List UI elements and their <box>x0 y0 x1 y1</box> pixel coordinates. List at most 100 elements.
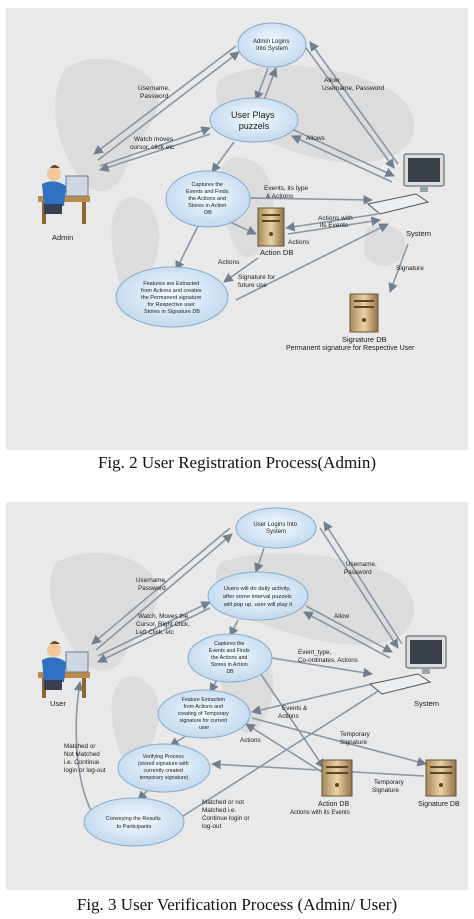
connectors <box>73 521 427 823</box>
edge-plays-to-login <box>263 67 278 101</box>
edge-label-matched-left: Matched or Not Matched i.e. Continue log… <box>64 743 106 774</box>
system-computer-icon <box>366 153 445 215</box>
edge-system-to-daily <box>303 611 391 659</box>
node-captures <box>187 633 273 683</box>
node-labels: Admin Logins Into System User Plays puzz… <box>141 39 291 315</box>
edge-label-allows: Allows <box>306 135 326 142</box>
edge-plays-to-admin <box>99 133 211 172</box>
edge-feature-to-signaturedb <box>251 717 427 767</box>
edge-label-actions-1: Actions <box>288 239 310 246</box>
edge-captures-to-actiondb <box>257 669 325 769</box>
edge-label-allow-username: Allow Username, Password <box>322 77 385 92</box>
edge-login-to-daily <box>254 547 265 573</box>
edge-signaturedb-to-verifying <box>211 759 425 777</box>
node-admin-logins-text: Admin Logins Into System <box>253 39 291 52</box>
edge-conveying-to-system <box>179 685 387 819</box>
edge-label-event-type: Event_type, Co-ordinates, Actions <box>298 649 358 664</box>
figure-3-caption: Fig. 3 User Verification Process (Admin/… <box>76 895 398 914</box>
edge-system-to-login <box>323 521 403 645</box>
node-daily-activity-text: Users will do daily activity, after some… <box>223 586 294 608</box>
edge-daily-to-system <box>305 605 393 653</box>
edge-captures-to-system <box>271 657 373 678</box>
node-user-logins <box>235 507 317 549</box>
figure-2-diagram: Admin Logins Into System User Plays puzz… <box>38 22 445 352</box>
node-user-logins-text: User Logins Into System <box>253 522 298 535</box>
node-features <box>115 266 229 328</box>
edge-label-events-type: Events, its type & Actions <box>264 185 310 200</box>
edge-user-to-daily <box>97 601 211 657</box>
edge-label-signature-future: Signature for future use <box>238 274 277 289</box>
edge-login-to-admin <box>93 45 237 155</box>
edge-system-to-plays <box>291 135 393 183</box>
node-captures-text: Captures the Events and Finds the Action… <box>186 182 230 216</box>
action-db-sublabel: Actions with its Events <box>290 810 350 816</box>
edge-system-to-signaturedb <box>388 243 409 293</box>
system-label: System <box>406 229 431 238</box>
admin-label: Admin <box>52 233 73 242</box>
user-person-icon <box>38 641 90 698</box>
edge-actiondb-to-feature <box>245 723 323 773</box>
node-feature-extraction-text: Feature Extraction from Actions and crea… <box>178 697 231 731</box>
edge-label-watch-moves: Watch, Moves the Cursor, Right Click, Le… <box>136 613 192 636</box>
signature-db-icon <box>425 759 457 797</box>
node-feature-extraction <box>157 689 251 739</box>
figure-3-panel: User Logins Into System Users will do da… <box>6 502 468 890</box>
signature-db-sublabel: Permanent signature for Respective User <box>286 345 415 352</box>
edge-captures-to-actiondb <box>229 221 257 235</box>
system-computer-icon <box>368 635 447 695</box>
edge-label-signature: Signature <box>396 265 424 272</box>
action-db-label: Action DB <box>260 248 293 257</box>
action-db-icon <box>257 207 285 247</box>
figure-3-diagram: User Logins Into System Users will do da… <box>38 507 460 847</box>
edge-login-to-system <box>305 47 395 169</box>
edge-label-actions-2: Actions <box>218 259 240 266</box>
node-captures-text: Captures the Events and Finds the Action… <box>209 641 251 675</box>
node-daily-activity <box>207 571 309 621</box>
edge-daily-to-user <box>97 607 211 663</box>
node-user-plays-text: User Plays puzzels <box>231 110 277 131</box>
edge-captures-to-features <box>175 225 199 271</box>
edge-labels: Username, Password Allow Username, Passw… <box>130 77 424 289</box>
node-conveying-text: Conveying the Results to Participants <box>106 816 163 830</box>
edge-login-to-system <box>319 527 399 649</box>
edge-label-actions-with-events: Actions with its Events <box>318 215 355 229</box>
node-user-plays <box>209 97 299 143</box>
figure-2-caption: Fig. 2 User Registration Process(Admin) <box>97 453 377 472</box>
signature-db-label: Signature DB <box>418 801 460 808</box>
signature-db-icon <box>349 293 379 333</box>
node-admin-logins <box>237 22 307 68</box>
connectors <box>93 41 409 301</box>
edge-plays-to-captures <box>211 141 235 173</box>
process-nodes <box>83 507 317 847</box>
edge-label-temporary-signature-1: Temporary Signature <box>340 731 372 746</box>
action-db-label: Action DB <box>318 801 349 808</box>
node-verifying <box>117 743 211 793</box>
edge-login-to-user <box>91 527 231 645</box>
edge-label-username-password: Username, Password <box>138 85 172 100</box>
signature-db-label: Signature DB <box>342 335 387 344</box>
edge-actiondb-to-system <box>287 216 381 235</box>
edge-label-actions: Actions <box>240 737 261 744</box>
edge-labels: Username, Password Username, Password Wa… <box>64 561 406 830</box>
action-db-icon <box>321 759 353 797</box>
edge-system-to-actiondb <box>285 213 379 232</box>
user-label: User <box>50 699 66 708</box>
node-verifying-text: Verifying Process (stored signature with… <box>138 754 190 781</box>
edge-label-username-password-right: Username, Password <box>344 561 379 576</box>
node-labels: User Logins Into System Users will do da… <box>106 522 298 830</box>
node-conveying <box>83 797 185 847</box>
process-nodes <box>115 22 307 328</box>
edge-label-events-actions: Events & Actions <box>278 705 309 720</box>
node-captures <box>165 170 251 228</box>
edge-system-to-login <box>309 41 399 165</box>
system-label: System <box>414 699 439 708</box>
edge-label-watch-moves: Watch moves cursor, click etc <box>130 136 175 151</box>
edge-plays-to-system <box>293 129 395 177</box>
edge-label-username-password-left: Username, Password <box>136 577 169 592</box>
edge-label-temporary-signature-2: Temporary Signature <box>372 779 406 794</box>
edge-daily-to-captures <box>229 619 239 637</box>
edge-captures-to-system <box>249 195 373 205</box>
admin-person-icon <box>38 165 90 224</box>
edge-user-to-login <box>95 533 233 651</box>
edge-features-to-system <box>235 223 389 301</box>
